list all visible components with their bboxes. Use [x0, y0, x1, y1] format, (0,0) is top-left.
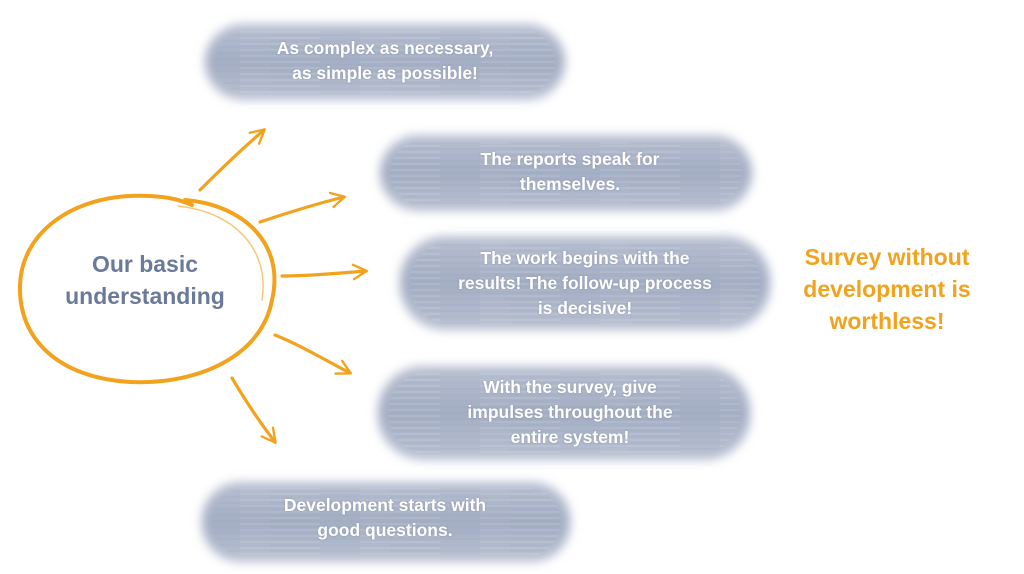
- statement-3: The work begins with the results! The fo…: [410, 246, 760, 321]
- conclusion-line-3: worthless!: [829, 308, 945, 334]
- arrow-1: [198, 128, 266, 192]
- statement-1-line-2: as simple as possible!: [292, 63, 478, 83]
- statement-3-line-1: The work begins with the: [480, 248, 690, 268]
- statement-2-line-1: The reports speak for: [480, 149, 660, 169]
- statement-4: With the survey, give impulses throughou…: [395, 375, 745, 450]
- statement-5: Development starts with good questions.: [215, 493, 555, 543]
- statement-1-line-1: As complex as necessary,: [276, 38, 494, 58]
- statement-blob-2: [380, 135, 752, 211]
- statement-4-line-1: With the survey, give: [483, 377, 657, 397]
- hub-label: Our basic understanding: [40, 248, 250, 312]
- statement-blob-5: [202, 482, 570, 562]
- hub-label-line-1: Our basic: [91, 251, 199, 277]
- statement-5-line-1: Development starts with: [283, 495, 487, 515]
- hub-label-line-2: understanding: [65, 283, 225, 309]
- arrow-2: [258, 191, 347, 224]
- conclusion-line-2: development is: [803, 276, 971, 302]
- statement-1: As complex as necessary, as simple as po…: [220, 36, 550, 86]
- statement-blob-1: [205, 24, 565, 100]
- conclusion-line-1: Survey without: [804, 244, 970, 270]
- statement-3-line-3: is decisive!: [537, 298, 633, 318]
- arrow-4: [273, 333, 352, 375]
- statement-2-line-2: themselves.: [519, 174, 621, 194]
- hub-circle: [17, 193, 277, 385]
- statement-3-line-2: results! The follow-up process: [458, 273, 712, 293]
- statement-blob-3: [400, 236, 770, 330]
- statement-5-line-2: good questions.: [317, 520, 453, 540]
- arrow-3: [280, 263, 369, 281]
- statement-4-line-2: impulses throughout the: [467, 402, 673, 422]
- conclusion-text: Survey without development is worthless!: [772, 241, 1002, 337]
- statement-blob-4: [378, 366, 750, 460]
- statement-2: The reports speak for themselves.: [395, 147, 745, 197]
- statement-4-line-3: entire system!: [510, 427, 630, 447]
- arrow-5: [230, 376, 277, 444]
